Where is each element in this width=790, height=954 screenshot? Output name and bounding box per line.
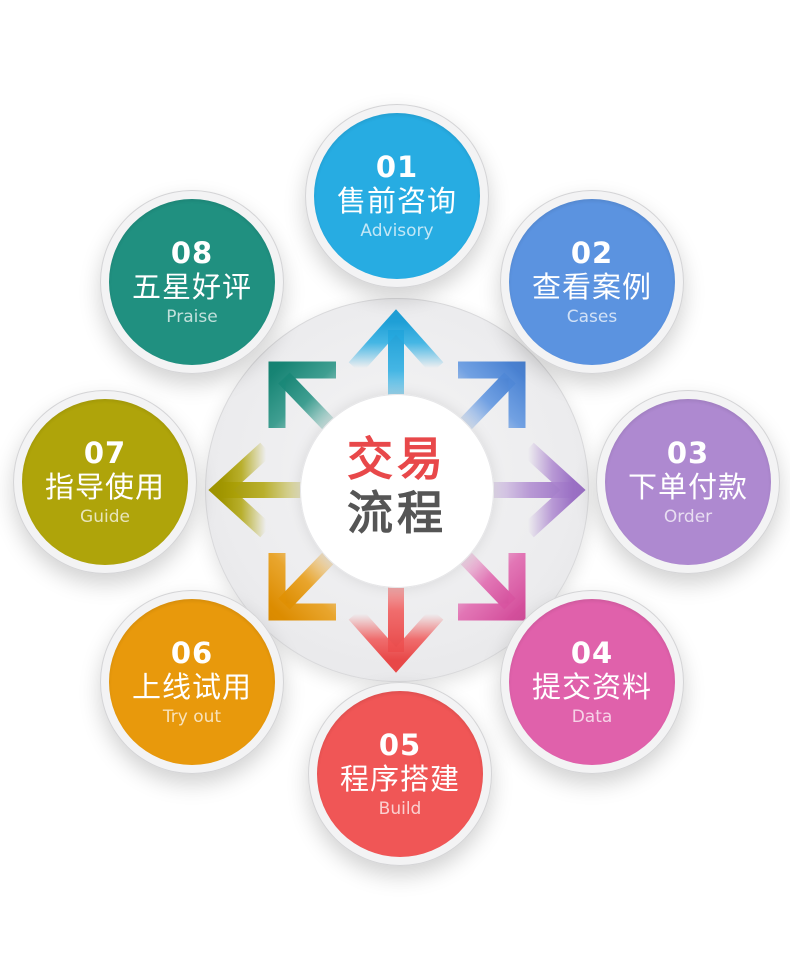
step-label-cn: 下单付款	[627, 469, 748, 504]
step-label-en: Praise	[166, 306, 218, 327]
arrow-left-icon	[208, 442, 314, 538]
step-07-fill: 07 指导使用 Guide	[22, 399, 188, 565]
step-label-cn: 上线试用	[131, 669, 252, 704]
step-03-fill: 03 下单付款 Order	[605, 399, 771, 565]
step-label-en: Advisory	[360, 220, 434, 241]
step-02-cases: 02 查看案例 Cases	[500, 190, 684, 374]
step-08-fill: 08 五星好评 Praise	[109, 199, 275, 365]
step-01-fill: 01 售前咨询 Advisory	[314, 113, 480, 279]
step-label-en: Guide	[80, 506, 130, 527]
step-number: 04	[570, 635, 614, 670]
center-disk	[300, 394, 494, 588]
arrow-up-right-icon	[454, 361, 526, 436]
step-07-guide: 07 指导使用 Guide	[13, 390, 197, 574]
step-03-order: 03 下单付款 Order	[596, 390, 780, 574]
center-title-line2: 流程	[347, 486, 447, 540]
step-label-cn: 五星好评	[131, 269, 252, 304]
step-06-try-out: 06 上线试用 Try out	[100, 590, 284, 774]
arrow-down-right-icon	[454, 546, 526, 621]
center-title: 交易 流程	[300, 432, 494, 540]
step-number: 07	[83, 435, 127, 470]
step-label-en: Try out	[162, 706, 222, 727]
step-06-fill: 06 上线试用 Try out	[109, 599, 275, 765]
step-number: 05	[378, 727, 422, 762]
step-04-fill: 04 提交资料 Data	[509, 599, 675, 765]
arrow-down-left-icon	[268, 546, 340, 621]
step-08-praise: 08 五星好评 Praise	[100, 190, 284, 374]
step-label-cn: 查看案例	[531, 269, 652, 304]
step-number: 08	[170, 235, 214, 270]
step-label-en: Cases	[566, 306, 618, 327]
step-05-fill: 05 程序搭建 Build	[317, 691, 483, 857]
arrow-up-left-icon	[268, 361, 340, 436]
step-04-data: 04 提交资料 Data	[500, 590, 684, 774]
arrow-right-icon	[480, 442, 586, 538]
step-05-build: 05 程序搭建 Build	[308, 682, 492, 866]
step-label-cn: 程序搭建	[339, 761, 460, 796]
step-label-cn: 提交资料	[531, 669, 652, 704]
step-label-en: Order	[663, 506, 713, 527]
step-number: 03	[666, 435, 710, 470]
step-label-en: Data	[571, 706, 613, 727]
step-01-advisory: 01 售前咨询 Advisory	[305, 104, 489, 288]
step-label-en: Build	[378, 798, 422, 819]
center-title-line1: 交易	[347, 432, 447, 486]
step-number: 01	[375, 149, 419, 184]
step-02-fill: 02 查看案例 Cases	[509, 199, 675, 365]
step-label-cn: 指导使用	[44, 469, 165, 504]
step-number: 02	[570, 235, 614, 270]
step-number: 06	[170, 635, 214, 670]
step-label-cn: 售前咨询	[336, 183, 457, 218]
